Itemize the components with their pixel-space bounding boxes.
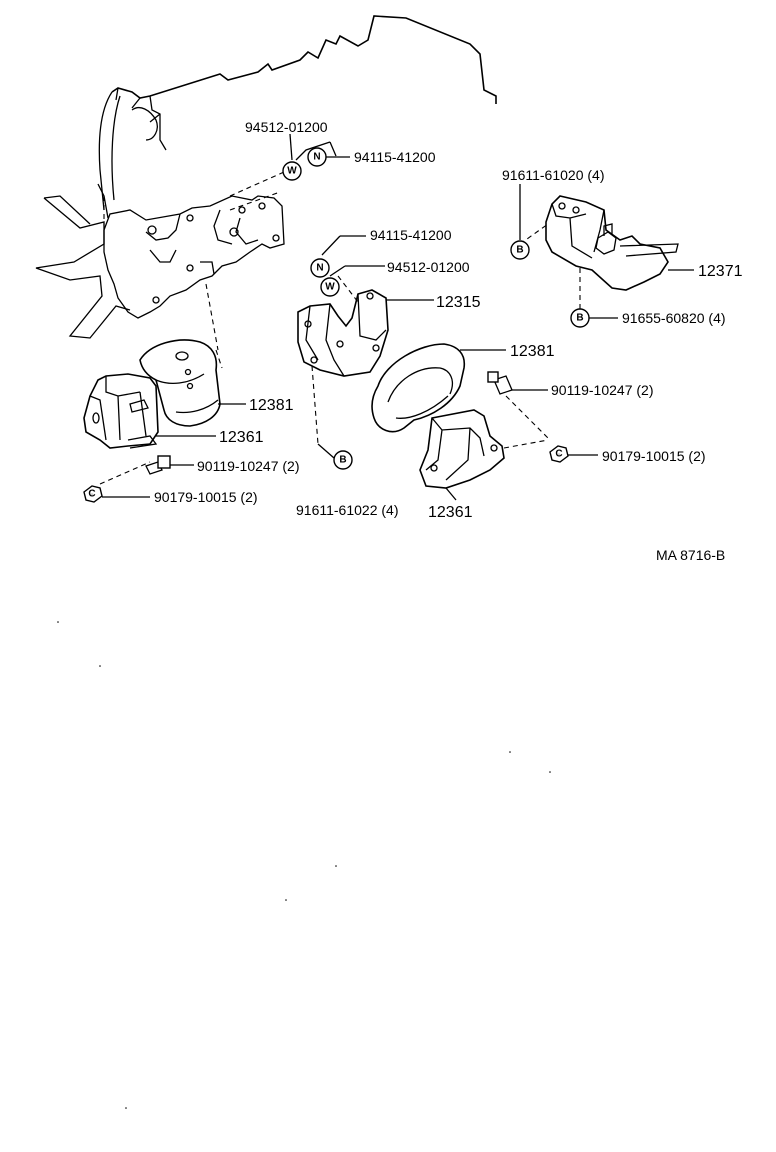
callout-94115-41200-top: 94115-41200 <box>354 149 436 165</box>
callout-12361-center: 12361 <box>428 504 473 521</box>
callout-90179-10015-left: 90179-10015 (2) <box>154 489 258 505</box>
callout-90179-10015-right: 90179-10015 (2) <box>602 448 706 464</box>
callout-90119-10247-center: 90119-10247 (2) <box>551 382 653 398</box>
symbol-c-right: C <box>555 449 562 460</box>
svg-text:W: W <box>287 166 297 177</box>
symbol-b-top-right: B <box>510 240 530 260</box>
callout-12381-left: 12381 <box>249 397 294 414</box>
callout-94512-01200-center: 94512-01200 <box>387 259 470 275</box>
svg-text:N: N <box>316 263 323 274</box>
svg-text:B: B <box>339 455 346 466</box>
diagram-reference-code: MA 8716-B <box>656 547 725 563</box>
svg-text:C: C <box>555 449 562 460</box>
svg-text:N: N <box>313 152 320 163</box>
callout-12361-left: 12361 <box>219 429 264 446</box>
symbol-c-left: C <box>88 489 95 500</box>
callout-90119-10247-left: 90119-10247 (2) <box>197 458 299 474</box>
symbol-w-top: W <box>282 161 302 181</box>
symbol-b-center-bottom: B <box>333 450 353 470</box>
svg-text:W: W <box>325 282 335 293</box>
symbol-w-center: W <box>320 277 340 297</box>
callout-12371: 12371 <box>698 263 743 280</box>
callout-94115-41200-center: 94115-41200 <box>370 227 452 243</box>
symbol-n-center: N <box>310 258 330 278</box>
svg-text:B: B <box>576 313 583 324</box>
center-mount-assembly <box>297 275 569 489</box>
callout-12315: 12315 <box>436 294 481 311</box>
leader-lines <box>102 133 694 501</box>
symbol-n-top: N <box>307 147 327 167</box>
callout-94512-01200-top: 94512-01200 <box>245 119 328 135</box>
callout-91655-60820: 91655-60820 (4) <box>622 310 726 326</box>
engine-block-illustration <box>35 15 497 339</box>
scan-specks <box>57 621 551 1109</box>
svg-text:B: B <box>516 245 523 256</box>
callout-91611-61020: 91611-61020 (4) <box>502 167 604 183</box>
callout-91611-61022: 91611-61022 (4) <box>296 502 398 518</box>
callout-12381-center: 12381 <box>510 343 555 360</box>
left-mount-assembly <box>83 283 223 503</box>
right-mount-assembly <box>519 195 679 312</box>
svg-text:C: C <box>88 489 95 500</box>
symbol-b-right: B <box>570 308 590 328</box>
